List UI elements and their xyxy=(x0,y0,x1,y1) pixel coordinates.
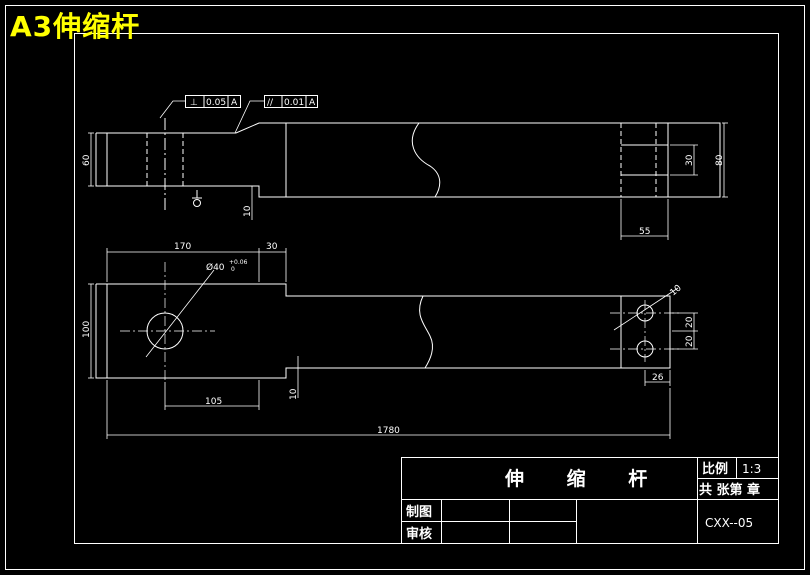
dim-front-step: 10 xyxy=(243,205,253,217)
dim-hole-tol-lower: 0 xyxy=(231,266,235,273)
scale-value: 1:3 xyxy=(742,462,761,476)
top-view-dimensions xyxy=(88,248,698,439)
drawing-number: CXX--05 xyxy=(705,516,753,530)
drawn-label: 制图 xyxy=(406,504,432,520)
dim-top-step-length: 30 xyxy=(266,242,278,252)
dim-front-right-width: 55 xyxy=(639,227,650,237)
break-line-front xyxy=(411,122,441,198)
front-view-outline xyxy=(95,122,721,198)
dim-hole-tol-upper: +0.06 xyxy=(229,259,248,266)
dim-front-height-left: 60 xyxy=(82,154,92,166)
checked-label: 审核 xyxy=(406,526,432,542)
part-name: 伸 缩 杆 xyxy=(504,467,665,490)
dim-top-left-length: 170 xyxy=(174,242,191,252)
front-view xyxy=(95,118,721,213)
top-view xyxy=(95,262,680,380)
dim-top-right-hole-pitch-a: 20 xyxy=(685,316,695,328)
dim-top-height: 100 xyxy=(82,321,92,338)
dim-hole-diameter: Ø40 xyxy=(206,262,225,273)
dim-top-step: 10 xyxy=(289,388,299,400)
parallelism-symbol: // xyxy=(267,98,274,108)
title-block xyxy=(401,457,779,544)
dim-top-right-offset: 26 xyxy=(652,373,664,383)
perpendicularity-symbol: ⊥ xyxy=(190,98,198,108)
dim-top-right-hole-pitch-b: 20 xyxy=(685,335,695,347)
sheet-frame xyxy=(5,5,805,570)
dim-top-hole-center-offset: 105 xyxy=(205,397,222,407)
scale-label: 比例 xyxy=(702,461,728,477)
sheets-label: 共 张第 章 xyxy=(699,482,760,498)
dim-front-height-right-outer: 80 xyxy=(715,154,725,166)
break-line-top xyxy=(419,295,433,369)
hole-small-top xyxy=(636,304,654,322)
dim-top-right-hole-dia: 10 xyxy=(669,283,684,298)
dim-front-height-right-inner: 30 xyxy=(685,154,695,166)
parallelism-value: 0.01 xyxy=(284,98,304,108)
perpendicularity-value: 0.05 xyxy=(206,98,226,108)
perpendicularity-frame: ⊥ 0.05 A xyxy=(185,95,241,108)
parallelism-datum: A xyxy=(309,98,316,108)
dim-overall-length: 1780 xyxy=(377,426,400,436)
sheet-title: A3伸缩杆 xyxy=(10,10,141,43)
front-view-dimensions xyxy=(88,100,728,240)
parallelism-frame: // 0.01 A xyxy=(264,95,318,108)
hole-small-bottom xyxy=(636,340,654,358)
top-view-outline xyxy=(95,283,671,379)
perpendicularity-datum: A xyxy=(231,98,238,108)
